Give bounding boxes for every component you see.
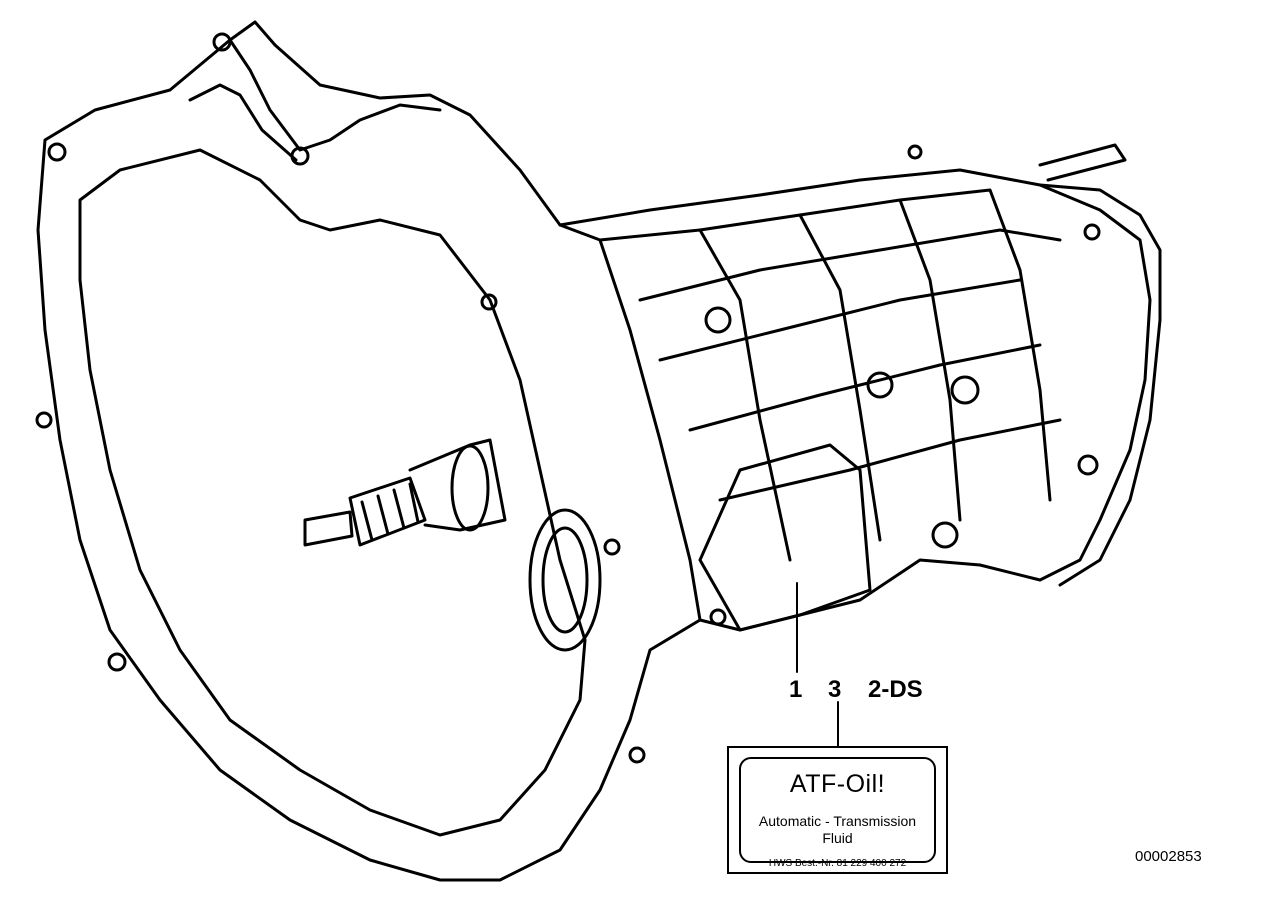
- callout-part-1: 1: [789, 676, 803, 703]
- label-order-number: HWS Best.-Nr. 81 229 400 272: [768, 858, 907, 869]
- label-title: ATF-Oil!: [789, 770, 886, 798]
- atf-oil-label: ATF-Oil! Automatic - Transmission Fluid …: [727, 746, 948, 874]
- diagram-id: 00002853: [1135, 848, 1202, 865]
- label-line-2: Fluid: [822, 830, 853, 846]
- input-shaft: [303, 510, 354, 547]
- atf-oil-label-frame: ATF-Oil! Automatic - Transmission Fluid …: [739, 757, 936, 869]
- bell-housing: [36, 20, 702, 882]
- callout-part-3: 3: [828, 676, 842, 703]
- output-shaft: [1038, 143, 1127, 182]
- callout-part-2-ds: 2-DS: [868, 676, 923, 703]
- oil-pan: [698, 443, 872, 632]
- rear-housing: [1038, 183, 1162, 587]
- label-line-1: Automatic - Transmission: [758, 813, 917, 829]
- gearbox-casing: [558, 168, 1152, 632]
